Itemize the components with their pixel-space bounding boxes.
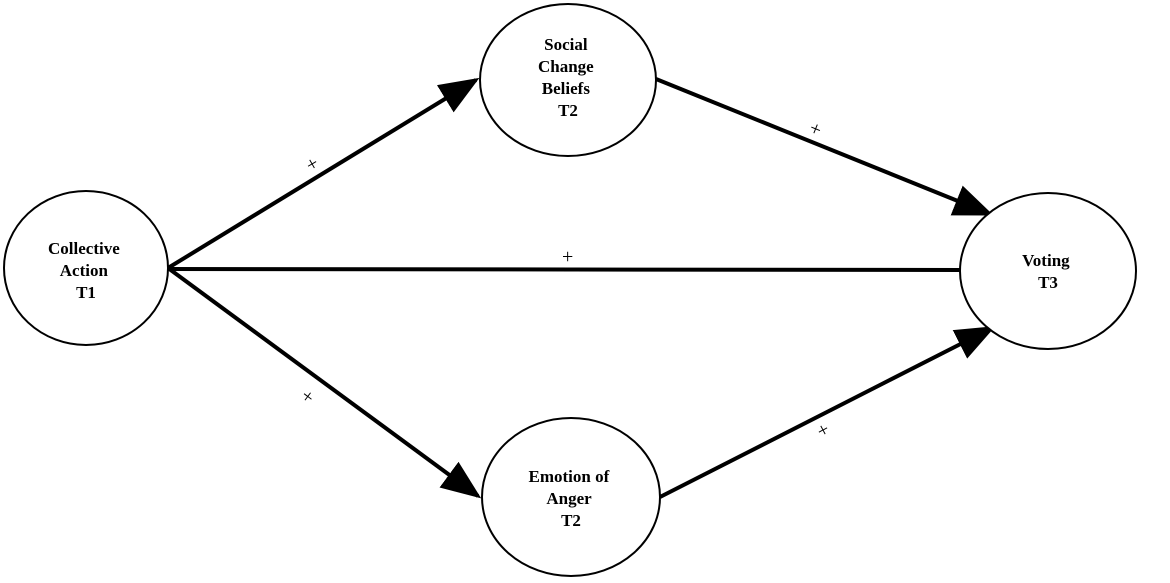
edge-collective-action-to-voting: [167, 267, 961, 272]
sign-social-change-beliefs-to-voting: +: [806, 117, 825, 142]
node-label-line: Anger: [546, 489, 592, 508]
edges: [166, 77, 996, 499]
sign-collective-action-to-voting: +: [562, 246, 573, 268]
node-label-line: Collective: [48, 239, 120, 258]
node-label: Emotion of Anger T2: [529, 467, 614, 530]
edge-social-change-beliefs-to-voting: [655, 77, 994, 216]
node-ellipse: [481, 417, 661, 577]
node-label: Social Change Beliefs T2: [538, 35, 598, 120]
node-collective-action: Collective Action T1: [3, 190, 169, 346]
node-emotion-of-anger: Emotion of Anger T2: [481, 417, 661, 577]
edge-collective-action-to-emotion-of-anger: [166, 266, 482, 499]
node-label-line: Beliefs: [542, 79, 591, 98]
node-ellipse: [959, 192, 1137, 350]
edge-collective-action-to-social-change-beliefs: [166, 77, 480, 270]
node-label: Collective Action T1: [48, 239, 124, 302]
node-social-change-beliefs: Social Change Beliefs T2: [479, 3, 657, 157]
node-voting: Voting T3: [959, 192, 1137, 350]
edge-emotion-of-anger-to-voting: [659, 326, 996, 499]
sign-emotion-of-anger-to-voting: +: [813, 418, 833, 443]
node-label-line: Action: [60, 261, 109, 280]
node-label-line: T1: [76, 283, 96, 302]
node-label-line: Social: [544, 35, 588, 54]
node-label: Voting T3: [1022, 251, 1074, 292]
node-label-line: Voting: [1022, 251, 1070, 270]
node-label-line: Change: [538, 57, 594, 76]
sign-collective-action-to-emotion-of-anger: +: [296, 385, 318, 409]
node-label-line: Emotion of: [529, 467, 610, 486]
node-label-line: T2: [561, 511, 581, 530]
node-ellipse: [479, 3, 657, 157]
node-label-line: T2: [558, 101, 578, 120]
edge-signs: + + + + +: [296, 117, 833, 443]
node-label-line: T3: [1038, 273, 1058, 292]
node-ellipse: [3, 190, 169, 346]
